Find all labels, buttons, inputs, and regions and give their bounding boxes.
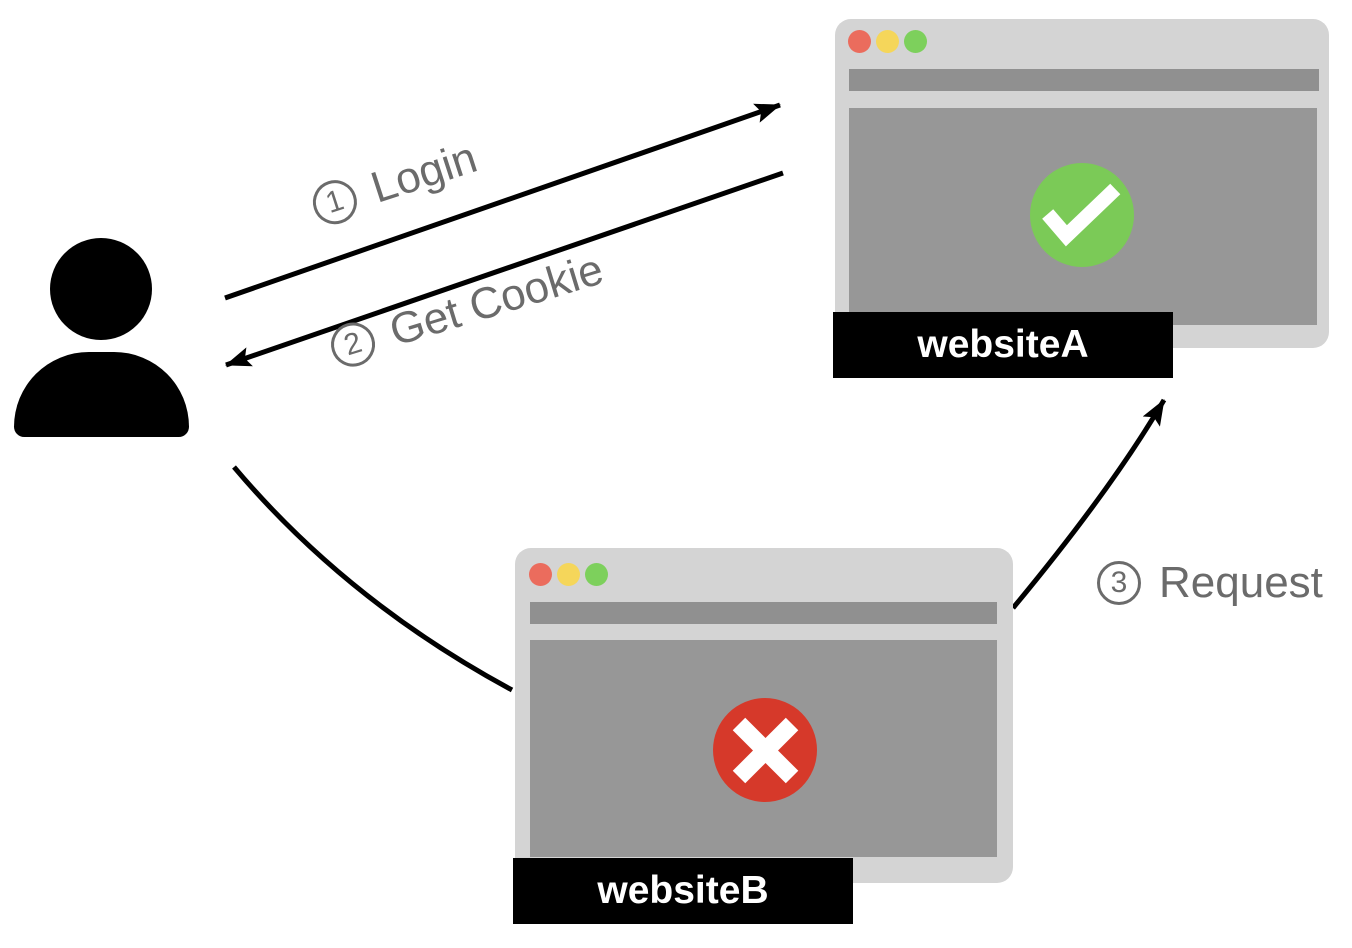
login-step-text: Login bbox=[365, 132, 483, 213]
website-b-label: websiteB bbox=[513, 858, 853, 924]
user-body-shape bbox=[14, 352, 189, 437]
close-dot-icon bbox=[529, 563, 552, 586]
cross-icon bbox=[732, 717, 799, 784]
step-2-number-icon: 2 bbox=[325, 317, 381, 373]
login-step-label: 1 Login bbox=[306, 133, 483, 233]
request-arrow-tail bbox=[232, 465, 514, 693]
website-a-window bbox=[835, 19, 1329, 348]
address-bar bbox=[530, 602, 997, 624]
website-a-label: websiteA bbox=[833, 312, 1173, 378]
get-cookie-arrow bbox=[225, 170, 784, 368]
close-dot-icon bbox=[848, 30, 871, 53]
get-cookie-step-text: Get Cookie bbox=[383, 244, 609, 356]
success-badge bbox=[1030, 163, 1134, 267]
checkmark-icon bbox=[1042, 183, 1121, 247]
request-step-text: Request bbox=[1159, 558, 1323, 607]
request-step-label: 3 Request bbox=[1097, 558, 1323, 608]
zoom-dot-icon bbox=[904, 30, 927, 53]
login-arrow bbox=[224, 102, 781, 301]
step-3-number-icon: 3 bbox=[1097, 561, 1141, 605]
address-bar bbox=[849, 69, 1319, 91]
user-head-shape bbox=[50, 238, 152, 340]
step-1-number-icon: 1 bbox=[307, 174, 363, 230]
get-cookie-step-label: 2 Get Cookie bbox=[325, 245, 609, 375]
minimize-dot-icon bbox=[557, 563, 580, 586]
error-badge bbox=[713, 698, 817, 802]
website-b-window bbox=[515, 548, 1013, 883]
minimize-dot-icon bbox=[876, 30, 899, 53]
zoom-dot-icon bbox=[585, 563, 608, 586]
